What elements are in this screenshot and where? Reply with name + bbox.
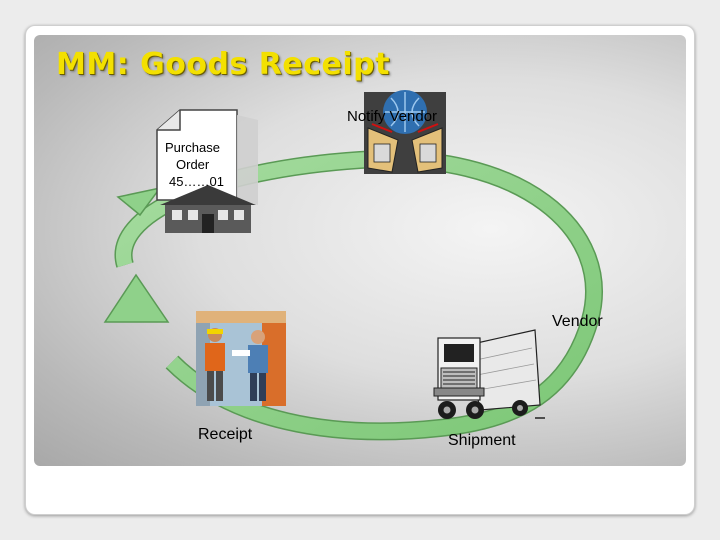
shipment-label: Shipment	[448, 432, 516, 449]
receipt-label: Receipt	[198, 426, 253, 443]
po-line-1: Purchase	[165, 140, 220, 155]
arrow-head-top	[116, 186, 162, 217]
notify-vendor-label: Notify Vendor	[347, 108, 438, 125]
arrow-head-left	[103, 273, 170, 323]
document-icon	[156, 109, 258, 205]
warehouse-workers-icon	[196, 311, 286, 406]
po-line-3: 45……01	[169, 174, 224, 189]
slide-title: MM: Goods Receipt	[56, 47, 390, 82]
po-line-2: Order	[176, 157, 210, 172]
truck-icon	[433, 329, 545, 419]
vendor-label: Vendor	[552, 313, 603, 330]
office-building-icon	[160, 185, 256, 233]
globe-computers-icon	[364, 90, 446, 174]
